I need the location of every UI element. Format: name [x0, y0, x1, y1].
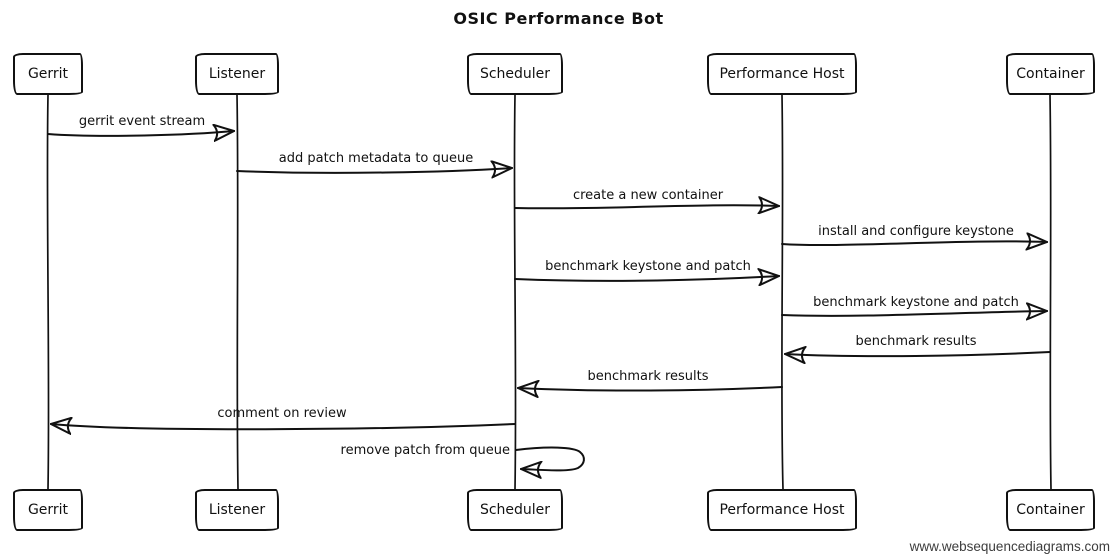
message-label-benchmark-keystone-sched: benchmark keystone and patch — [545, 259, 751, 274]
lifeline-performance-host — [780, 94, 784, 490]
actor-label: Gerrit — [27, 502, 69, 518]
arrow-create-new-container — [514, 205, 779, 208]
lifeline-listener — [236, 94, 239, 490]
actor-label: Container — [1016, 66, 1085, 82]
actor-label: Performance Host — [719, 66, 845, 82]
actor-label: Container — [1016, 502, 1085, 518]
actor-label: Gerrit — [27, 66, 69, 82]
message-label-comment-on-review: comment on review — [217, 406, 347, 421]
actor-label: Scheduler — [479, 66, 551, 82]
actor-box-gerrit-top: Gerrit — [13, 53, 83, 95]
message-label-benchmark-keystone-host: benchmark keystone and patch — [813, 295, 1019, 310]
arrow-install-configure-keystone — [781, 241, 1047, 245]
actor-label: Performance Host — [719, 502, 845, 518]
arrow-benchmark-keystone-host — [781, 311, 1047, 316]
actor-box-gerrit-bottom: Gerrit — [13, 489, 83, 531]
actor-label: Listener — [208, 502, 266, 518]
actor-box-performance-host-bottom: Performance Host — [707, 489, 857, 531]
actor-label: Scheduler — [479, 502, 551, 518]
message-label-benchmark-results-host: benchmark results — [855, 334, 977, 349]
arrow-benchmark-results-to-sched — [518, 387, 783, 391]
message-label-benchmark-results-sched: benchmark results — [587, 369, 709, 384]
actor-box-scheduler-top: Scheduler — [467, 53, 563, 95]
lifeline-scheduler — [513, 94, 517, 490]
diagram-title: OSIC Performance Bot — [453, 9, 664, 28]
arrow-remove-patch-self-loop — [515, 446, 585, 471]
message-label-add-patch-metadata: add patch metadata to queue — [278, 151, 474, 166]
message-label-remove-patch-from-queue: remove patch from queue — [340, 443, 510, 458]
actor-box-container-top: Container — [1006, 53, 1095, 95]
arrow-benchmark-keystone-sched — [514, 276, 779, 281]
arrow-add-patch-metadata — [236, 168, 512, 173]
actor-box-performance-host-top: Performance Host — [707, 53, 857, 95]
arrow-comment-on-review — [51, 424, 516, 429]
arrow-gerrit-event-stream — [47, 131, 234, 136]
actor-box-listener-top: Listener — [195, 53, 279, 95]
message-label-create-new-container: create a new container — [572, 188, 724, 203]
lifeline-container — [1049, 94, 1052, 490]
lifeline-gerrit — [46, 94, 50, 490]
actor-box-scheduler-bottom: Scheduler — [467, 489, 563, 531]
message-label-gerrit-event-stream: gerrit event stream — [78, 114, 206, 129]
watermark: www.websequencediagrams.com — [909, 539, 1110, 554]
actor-box-container-bottom: Container — [1006, 489, 1095, 531]
actor-label: Listener — [208, 66, 266, 82]
message-label-install-configure-keystone: install and configure keystone — [818, 224, 1014, 239]
actor-box-listener-bottom: Listener — [195, 489, 279, 531]
arrow-benchmark-results-to-host — [785, 352, 1051, 356]
